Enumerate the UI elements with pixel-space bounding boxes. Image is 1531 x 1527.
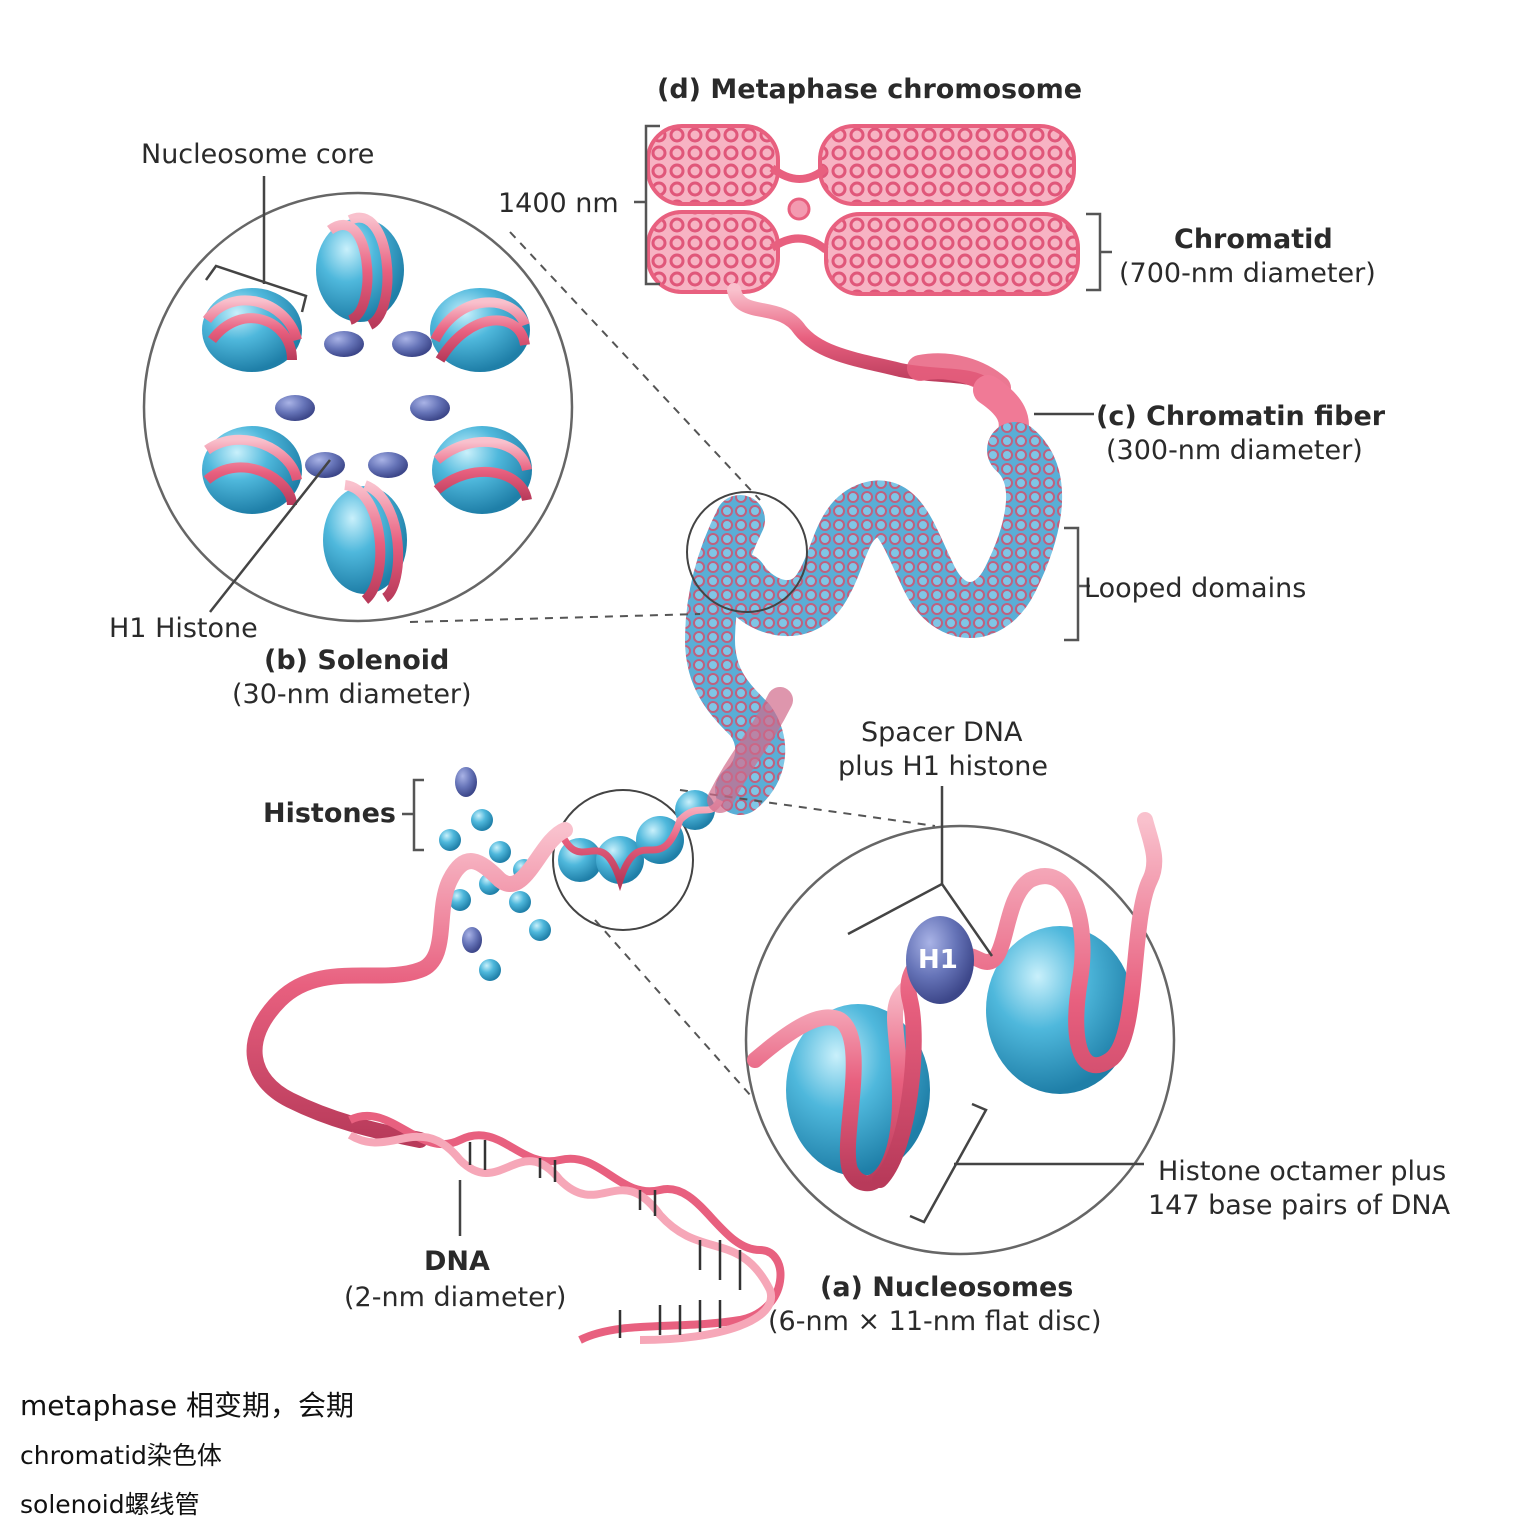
- note-solenoid: solenoid螺线管: [20, 1490, 200, 1519]
- label-chromatin-fiber: (c) Chromatin fiber: [1096, 401, 1386, 432]
- label-nucleosomes-size: (6-nm × 11-nm flat disc): [768, 1306, 1102, 1337]
- beads-on-string: [556, 687, 793, 892]
- bracket-histones: [402, 778, 424, 852]
- label-solenoid: (b) Solenoid: [264, 645, 449, 676]
- label-chromatin-fiber-diameter: (300-nm diameter): [1106, 435, 1363, 466]
- bracket-chromatid: [1086, 212, 1112, 292]
- label-histone-octamer-1: Histone octamer plus: [1158, 1156, 1446, 1187]
- note-chromatid: chromatid染色体: [20, 1441, 222, 1470]
- label-metaphase-chromosome: (d) Metaphase chromosome: [657, 74, 1082, 105]
- note-metaphase: metaphase 相变期，会期: [20, 1389, 355, 1422]
- dna-strand: [246, 822, 785, 1344]
- label-histone-octamer-2: 147 base pairs of DNA: [1148, 1190, 1451, 1221]
- histones-cluster: [439, 767, 551, 981]
- bracket-looped-domains: [1064, 526, 1090, 642]
- label-nucleosomes: (a) Nucleosomes: [820, 1272, 1073, 1303]
- label-dna: DNA: [424, 1246, 490, 1277]
- label-1400nm: 1400 nm: [498, 188, 619, 219]
- bracket-1400nm: [634, 124, 660, 286]
- label-nucleosome-core: Nucleosome core: [141, 139, 374, 170]
- chromatin-fiber: [727, 283, 1029, 455]
- solenoid-magnified: [142, 191, 574, 623]
- leader-h1-histone: [209, 459, 331, 613]
- zoom-circle-solenoid: [686, 491, 808, 613]
- chromatin-diagram: (d) Metaphase chromosome Nucleosome core…: [20, 0, 1526, 1376]
- label-h1-histone: H1 Histone: [109, 613, 258, 644]
- label-solenoid-diameter: (30-nm diameter): [232, 679, 472, 710]
- label-spacer-dna-2: plus H1 histone: [838, 751, 1048, 782]
- label-histones: Histones: [263, 798, 396, 829]
- nucleosomes-magnified: [744, 812, 1176, 1256]
- label-h1: H1: [918, 945, 958, 975]
- bracket-histone-octamer: [909, 1102, 988, 1224]
- label-spacer-dna-1: Spacer DNA: [861, 717, 1023, 748]
- bracket-nucleosome-core: [204, 264, 308, 313]
- label-chromatid-diameter: (700-nm diameter): [1119, 258, 1376, 289]
- label-looped-domains: Looped domains: [1084, 573, 1306, 604]
- zoom-circle-nucleosomes: [552, 789, 694, 931]
- label-chromatid: Chromatid: [1174, 224, 1333, 255]
- metaphase-chromosome: [646, 124, 1080, 296]
- label-dna-diameter: (2-nm diameter): [344, 1282, 566, 1313]
